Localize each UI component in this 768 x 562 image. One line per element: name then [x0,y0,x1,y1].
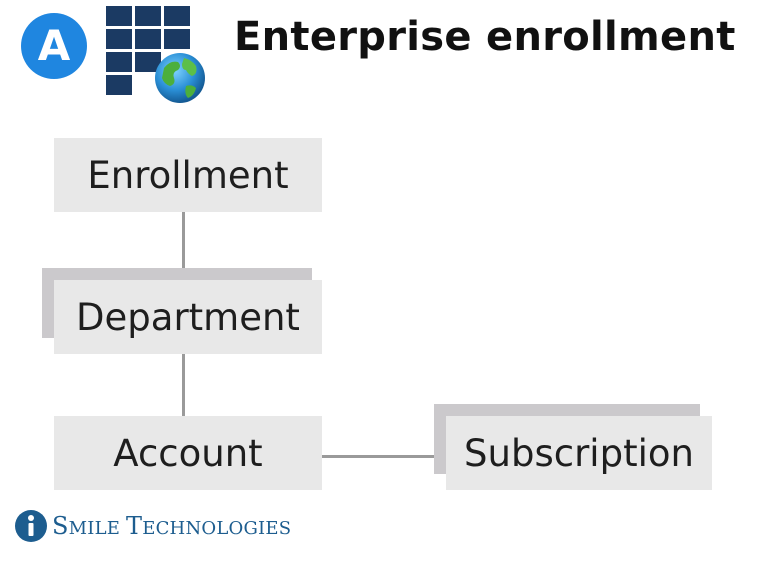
enrollment-box: Enrollment [54,138,322,212]
ismile-logo-icon [15,510,47,542]
grid-globe-icon [106,6,205,103]
connector-enrollment-department [182,212,185,280]
connector-account-subscription [322,455,446,458]
azure-a-badge-icon: A [21,13,87,79]
ismile-technologies-logo: SMILE TECHNOLOGIES [14,508,291,544]
department-box: Department [54,280,322,354]
page-title: Enterprise enrollment [234,14,736,60]
subscription-box: Subscription [446,416,712,490]
logo-wordmark: SMILE TECHNOLOGIES [52,512,292,540]
badge-letter: A [37,21,71,70]
connector-department-account [182,354,185,416]
account-box: Account [54,416,322,490]
